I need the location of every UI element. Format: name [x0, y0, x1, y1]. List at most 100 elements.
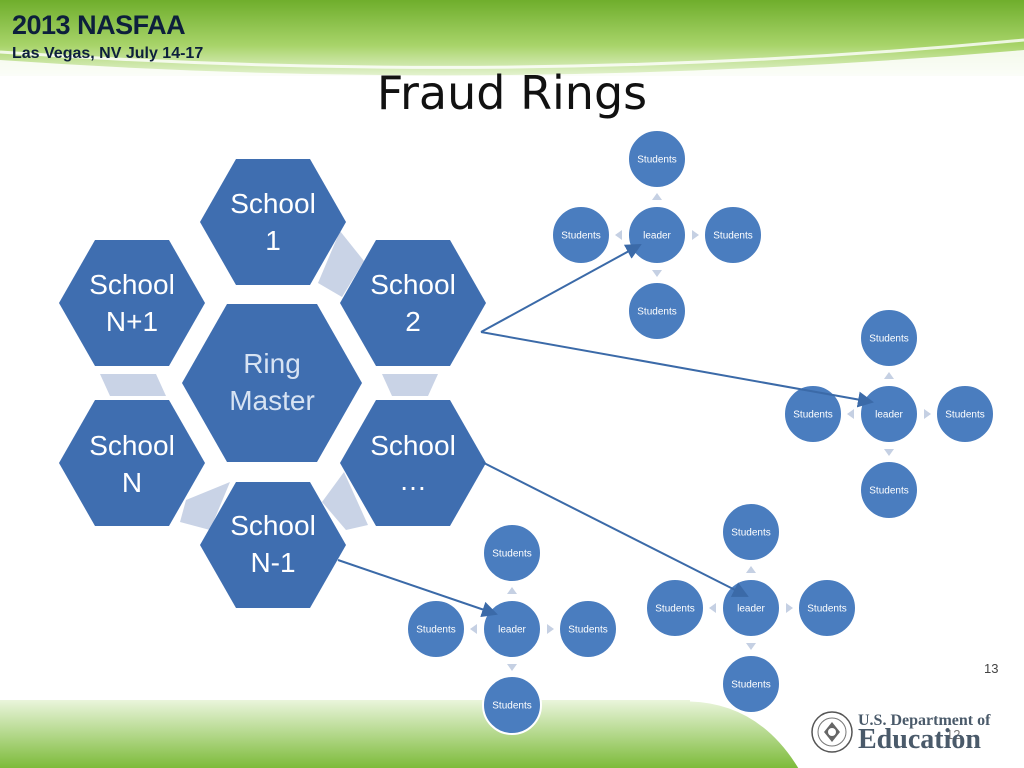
- header-band: [0, 0, 1024, 76]
- hex-school-ellipsis: School …: [340, 400, 486, 526]
- hex-school-n: School N: [59, 400, 205, 526]
- hex-connectors: [100, 231, 438, 530]
- students-label: Students: [416, 625, 455, 636]
- link-n1-ring4: [337, 559, 498, 618]
- leader-node: [627, 205, 687, 265]
- students-node: [645, 578, 705, 638]
- school-n-plus-1-line1: School: [89, 269, 175, 300]
- students-label: Students: [731, 528, 770, 539]
- leader-label: leader: [737, 604, 765, 615]
- connector-n1-n: [180, 482, 230, 530]
- students-node: [703, 205, 763, 265]
- students-label: Students: [561, 231, 600, 242]
- page-number: 13: [984, 661, 999, 676]
- ring-arrow-icon: [884, 372, 894, 379]
- school-1-line2: 1: [265, 225, 281, 256]
- school-ellipsis-line2: …: [399, 465, 427, 496]
- school-2-line2: 2: [405, 306, 421, 337]
- students-label: Students: [793, 410, 832, 421]
- hex-school-n-plus-1: School N+1: [59, 240, 205, 366]
- ring-arrow-icon: [786, 603, 793, 613]
- students-node: [627, 281, 687, 341]
- students-label: Students: [492, 549, 531, 560]
- students-label: Students: [945, 410, 984, 421]
- ring-arrow-icon: [692, 230, 699, 240]
- conference-title: 2013 NASFAA: [12, 10, 186, 40]
- page-number-overlay: 12: [946, 727, 961, 742]
- students-node: [558, 599, 618, 659]
- students-label: Students: [807, 604, 846, 615]
- hex-school-2: School 2: [340, 240, 486, 366]
- ring-arrow-icon: [847, 409, 854, 419]
- students-node: [482, 523, 542, 583]
- school-n-line2: N: [122, 467, 142, 498]
- leader-label: leader: [498, 625, 526, 636]
- students-node: [406, 599, 466, 659]
- slide-title: Fraud Rings: [376, 66, 648, 120]
- students-label: Students: [655, 604, 694, 615]
- students-node: [859, 308, 919, 368]
- leader-label: leader: [875, 410, 903, 421]
- students-label: Students: [731, 680, 770, 691]
- students-label: Students: [869, 486, 908, 497]
- school-n-line1: School: [89, 430, 175, 461]
- school-n-minus-1-line1: School: [230, 510, 316, 541]
- footer-band: [0, 698, 802, 768]
- students-node: [783, 384, 843, 444]
- ring-arrow-icon: [746, 643, 756, 650]
- students-label: Students: [568, 625, 607, 636]
- ring-arrow-icon: [924, 409, 931, 419]
- students-node: [721, 502, 781, 562]
- us-dept-text: U.S. Department of: [858, 712, 991, 729]
- students-label: Students: [869, 334, 908, 345]
- students-node: [859, 460, 919, 520]
- leader-node: [859, 384, 919, 444]
- conference-location: Las Vegas, NV July 14-17: [12, 45, 204, 62]
- students-label: Students: [492, 701, 531, 712]
- school-2-line1: School: [370, 269, 456, 300]
- students-node: [721, 654, 781, 714]
- ring-arrow-icon: [884, 449, 894, 456]
- connector-1-2: [318, 231, 364, 297]
- students-node: [797, 578, 857, 638]
- school-ellipsis-line1: School: [370, 430, 456, 461]
- students-label: Students: [637, 155, 676, 166]
- link-school2-ring2: [480, 331, 874, 408]
- link-school2-ring1: [480, 244, 642, 333]
- school-n-plus-1-line2: N+1: [106, 306, 158, 337]
- students-node: [627, 129, 687, 189]
- ring-arrow-icon: [746, 566, 756, 573]
- hex-school-n-minus-1: School N-1: [200, 482, 346, 608]
- education-text: Education: [858, 724, 981, 755]
- connector-ellipsis-n1: [322, 472, 368, 530]
- school-n-minus-1-line2: N-1: [250, 547, 295, 578]
- ring-arrow-icon: [709, 603, 716, 613]
- leader-label: leader: [643, 231, 671, 242]
- students-node: [482, 675, 542, 735]
- students-node: [935, 384, 995, 444]
- ring-arrow-icon: [652, 193, 662, 200]
- link-ellipsis-ring3: [481, 461, 749, 597]
- connector-n-nplus1: [100, 374, 166, 396]
- students-node: [551, 205, 611, 265]
- ring-arrow-icon: [470, 624, 477, 634]
- school-1-line1: School: [230, 188, 316, 219]
- department-seal-icon: [811, 711, 853, 753]
- connector-2-ellipsis: [382, 374, 438, 396]
- hex-school-1: School 1: [200, 159, 346, 285]
- ring-arrow-icon: [547, 624, 554, 634]
- students-label: Students: [637, 307, 676, 318]
- ring-arrow-icon: [652, 270, 662, 277]
- ring-arrow-icon: [615, 230, 622, 240]
- students-label: Students: [713, 231, 752, 242]
- ring-arrow-icon: [507, 664, 517, 671]
- ring-arrow-icon: [507, 587, 517, 594]
